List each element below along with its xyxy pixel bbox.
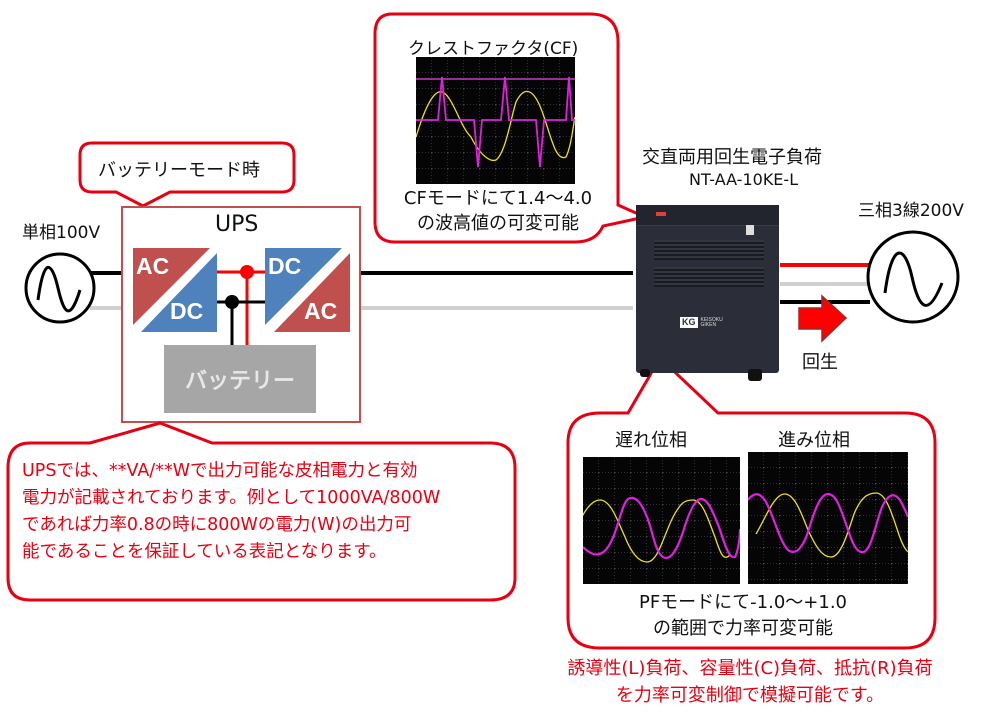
- lead-phase-waveform: [747, 452, 917, 584]
- device-power-indicator: [656, 212, 666, 216]
- load-device-model: NT-AA-10KE-L: [689, 170, 799, 189]
- device-caster-left: [640, 369, 650, 377]
- ups-note-callout-shape: [6, 421, 517, 602]
- crest-factor-scope: [415, 57, 576, 184]
- brand-name-line-2: GIKEN: [700, 321, 717, 328]
- kg-logo-mark: KG: [680, 317, 698, 328]
- converter-right-bottom-label: AC: [304, 298, 338, 324]
- lag-phase-scope: [572, 457, 742, 584]
- crest-factor-waveform: [415, 57, 576, 184]
- ups-note-line-3: であれば力率0.8の時に800Wの電力(W)の出力可: [22, 515, 412, 535]
- load-device-title: 交直両用回生電子負荷: [642, 147, 822, 168]
- device-vent-lower: [654, 267, 764, 287]
- kg-logo: KG KEISOKU GIKEN: [680, 317, 723, 328]
- battery-mode-callout-text: バッテリーモード時: [98, 160, 260, 181]
- ups-note-line-4: 能であることを保証している表記となります。: [22, 542, 387, 562]
- lag-phase-waveform: [572, 457, 742, 584]
- device-top-panel: [636, 205, 779, 226]
- device-caster-right: [748, 369, 762, 381]
- device-switch: [746, 225, 754, 235]
- right-ac-source-icon: [866, 230, 960, 324]
- crest-factor-line-1: CFモードにて1.4〜4.0: [403, 188, 593, 209]
- device-vent-upper: [654, 240, 764, 260]
- regeneration-arrow-icon: [798, 294, 848, 343]
- left-source-label: 単相100V: [22, 223, 101, 243]
- crest-factor-description: CFモードにて1.4〜4.0 の波高値の可変可能: [378, 186, 618, 236]
- lead-phase-label: 進み位相: [778, 430, 850, 451]
- regeneration-label: 回生: [802, 352, 838, 373]
- converter-left-top-label: AC: [136, 253, 170, 279]
- bottom-note: 誘導性(L)負荷、容量性(C)負荷、抵抗(R)負荷 を力率可変制御で模擬可能です…: [500, 655, 1000, 709]
- right-source-label: 三相3線200V: [858, 201, 964, 221]
- power-factor-description: PFモードにて-1.0〜+1.0 の範囲で力率可変可能: [568, 590, 918, 642]
- ac-dc-converter-icon: [133, 248, 217, 332]
- ups-battery: バッテリー: [164, 345, 316, 413]
- converter-left-bottom-label: DC: [170, 298, 204, 324]
- left-ac-source-icon: [24, 252, 96, 324]
- lag-phase-label: 遅れ位相: [615, 430, 687, 451]
- ups-note-line-2: 電力が記載されております。例として1000VA/800W: [22, 488, 441, 508]
- bottom-note-line-2: を力率可変制御で模擬可能です。: [615, 685, 885, 706]
- ups-note-text: UPSでは、**VA/**Wで出力可能な皮相電力と有効 電力が記載されております…: [22, 458, 440, 566]
- crest-factor-line-2: の波高値の可変可能: [417, 213, 579, 234]
- ups-note-line-1: UPSでは、**VA/**Wで出力可能な皮相電力と有効: [22, 461, 418, 481]
- dc-ac-converter-icon: [265, 248, 350, 332]
- bottom-note-line-1: 誘導性(L)負荷、容量性(C)負荷、抵抗(R)負荷: [567, 658, 933, 679]
- brand-name-line-1: KEISOKU: [700, 316, 723, 323]
- electronic-load-device: KG KEISOKU GIKEN: [636, 205, 779, 381]
- power-factor-line-2: の範囲で力率可変可能: [653, 618, 833, 639]
- battery-mode-callout-shape: [78, 141, 296, 208]
- converter-right-top-label: DC: [268, 253, 302, 279]
- power-factor-line-1: PFモードにて-1.0〜+1.0: [638, 592, 848, 613]
- crest-factor-title: クレストファクタ(CF): [408, 39, 579, 59]
- lead-phase-scope: [747, 452, 917, 584]
- ups-title: UPS: [215, 212, 259, 237]
